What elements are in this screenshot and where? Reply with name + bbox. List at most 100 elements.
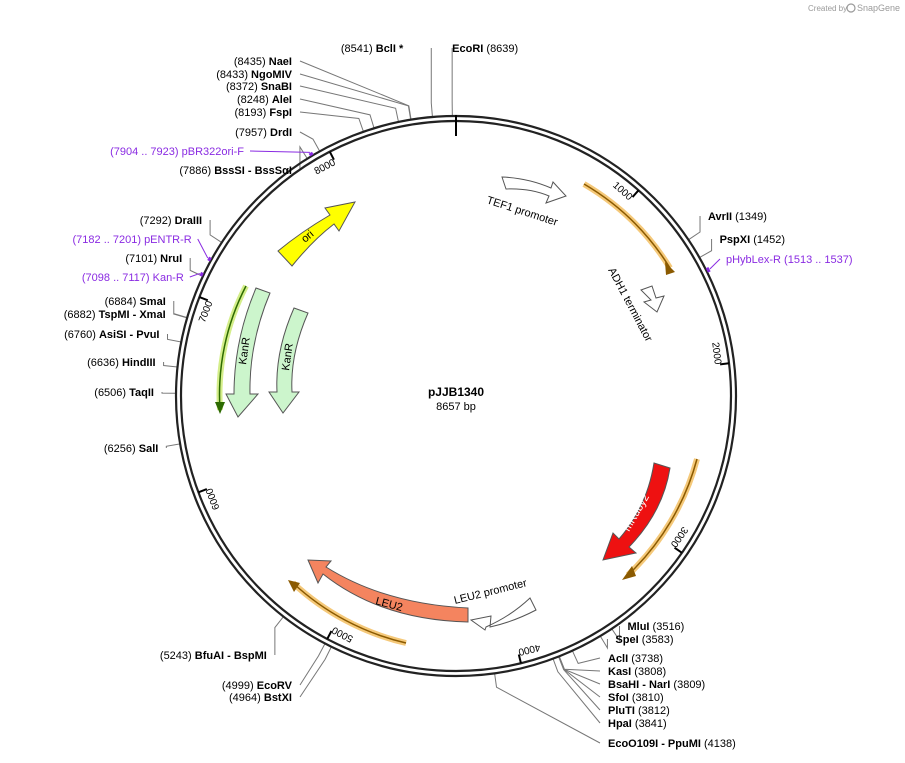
enzyme-name: HindIII xyxy=(122,357,156,369)
enzyme-site-label[interactable]: PluTI (3812) xyxy=(608,705,670,717)
enzyme-position: (6882) xyxy=(64,309,99,321)
enzyme-name: NruI xyxy=(160,253,182,265)
enzyme-name: DraIII xyxy=(175,215,203,227)
enzyme-name: AsiSI - PvuI xyxy=(99,329,160,341)
primer-label[interactable]: (7098 .. 7117) Kan-R xyxy=(82,272,184,284)
enzyme-site-label[interactable]: (8372) SnaBI xyxy=(226,81,292,93)
enzyme-leader-line xyxy=(699,239,713,259)
enzyme-leader-line xyxy=(430,48,433,118)
enzyme-name: HpaI xyxy=(608,718,632,730)
enzyme-site-label[interactable]: (8433) NgoMIV xyxy=(216,69,292,81)
enzyme-name: MluI xyxy=(627,621,649,633)
scale-tick xyxy=(328,151,335,161)
enzyme-site-label[interactable]: SpeI (3583) xyxy=(615,634,673,646)
enzyme-site-label[interactable]: MluI (3516) xyxy=(627,621,684,633)
enzyme-site-label[interactable]: AclI (3738) xyxy=(608,653,663,665)
enzyme-site-label[interactable]: (6506) TaqII xyxy=(94,387,154,399)
primer-leader-line xyxy=(189,272,200,278)
enzyme-position: (7886) xyxy=(179,165,214,177)
enzyme-site-label[interactable]: (7957) DrdI xyxy=(235,127,292,139)
orf-arc-mruby2-line xyxy=(627,458,698,576)
scale-tick-label: 7000 xyxy=(197,299,215,324)
feature-label-kanr-1: KanR xyxy=(237,336,253,365)
enzyme-site-label[interactable]: (6882) TspMI - XmaI xyxy=(64,309,166,321)
enzyme-site-label[interactable]: (8193) FspI xyxy=(235,107,292,119)
plasmid-size: 8657 bp xyxy=(436,401,476,413)
enzyme-site-label[interactable]: HpaI (3841) xyxy=(608,718,667,730)
enzyme-position: (6884) xyxy=(105,296,140,308)
enzyme-site-label[interactable]: EcoO109I - PpuMI (4138) xyxy=(608,738,736,750)
enzyme-name: SpeI xyxy=(615,634,638,646)
enzyme-position: (3841) xyxy=(632,718,667,730)
enzyme-site-label[interactable]: SfoI (3810) xyxy=(608,692,664,704)
enzyme-site-label[interactable]: BsaHI - NarI (3809) xyxy=(608,679,705,691)
credit-brand: SnapGene xyxy=(857,3,900,13)
enzyme-site-label[interactable]: (7101) NruI xyxy=(125,253,182,265)
enzyme-position: (7957) xyxy=(235,127,270,139)
enzyme-site-label[interactable]: (8248) AleI xyxy=(237,94,292,106)
feature-tef1-promoter xyxy=(501,176,567,204)
enzyme-leader-line xyxy=(599,635,608,650)
enzyme-name: DrdI xyxy=(270,127,292,139)
enzyme-site-label[interactable]: (4964) BstXI xyxy=(229,692,292,704)
orf-arc-kanr-line xyxy=(218,285,247,411)
primer-label[interactable]: pHybLex-R (1513 .. 1537) xyxy=(726,254,853,266)
enzyme-position: (8193) xyxy=(235,107,270,119)
enzyme-position: (8639) xyxy=(483,43,518,55)
enzyme-leader-line xyxy=(299,73,412,120)
enzyme-position: (3809) xyxy=(670,679,705,691)
enzyme-name: KasI xyxy=(608,666,631,678)
enzyme-name: NgoMIV xyxy=(251,69,293,81)
enzyme-site-label[interactable]: KasI (3808) xyxy=(608,666,666,678)
enzyme-name: BstXI xyxy=(264,692,292,704)
enzyme-site-label[interactable]: (5243) BfuAI - BspMI xyxy=(160,650,267,662)
primer-range: (1513 .. 1537) xyxy=(781,254,853,266)
enzyme-site-label[interactable]: (7292) DraIII xyxy=(140,215,202,227)
enzyme-site-label[interactable]: (8435) NaeI xyxy=(234,56,292,68)
snapgene-credit: Created by SnapGene xyxy=(808,3,900,13)
enzyme-position: (6506) xyxy=(94,387,129,399)
enzyme-site-label[interactable]: (6760) AsiSI - PvuI xyxy=(64,329,159,341)
enzyme-leader-line xyxy=(611,626,620,642)
scale-tick xyxy=(673,546,683,554)
enzyme-position: (1349) xyxy=(732,211,767,223)
feature-kanr-1 xyxy=(225,287,271,418)
enzyme-leader-line xyxy=(167,334,182,343)
enzyme-leader-line xyxy=(299,131,321,152)
enzyme-site-label[interactable]: AvrII (1349) xyxy=(708,211,767,223)
enzyme-leader-line xyxy=(552,658,601,724)
enzyme-name: AclI xyxy=(608,653,628,665)
enzyme-site-label[interactable]: PspXI (1452) xyxy=(720,234,785,246)
orf-arc-tef1-line xyxy=(583,183,671,269)
enzyme-leader-line xyxy=(173,313,188,319)
enzyme-leader-line xyxy=(299,98,375,129)
scale-tick xyxy=(631,189,640,198)
enzyme-site-label[interactable]: (7886) BssSI - BssSαI xyxy=(179,165,292,177)
enzyme-position: (3516) xyxy=(649,621,684,633)
enzyme-name: EcoRI xyxy=(452,43,483,55)
feature-label-kanr-2: KanR xyxy=(280,342,296,371)
enzyme-site-label[interactable]: (6884) SmaI xyxy=(105,296,166,308)
enzyme-name: BfuAI - BspMI xyxy=(195,650,267,662)
snapgene-logo-icon xyxy=(846,3,856,13)
enzyme-site-label[interactable]: (6636) HindIII xyxy=(87,357,155,369)
feature-mruby2 xyxy=(602,462,671,561)
enzyme-site-label[interactable]: (6256) SalI xyxy=(104,443,158,455)
scale-tick-label: 4000 xyxy=(517,641,542,657)
enzyme-position: (3810) xyxy=(629,692,664,704)
primer-label[interactable]: (7904 .. 7923) pBR322ori-F xyxy=(110,146,244,158)
enzyme-position: (8435) xyxy=(234,56,269,68)
enzyme-position: (6256) xyxy=(104,443,139,455)
scale-tick xyxy=(199,296,209,302)
enzyme-site-label[interactable]: EcoRI (8639) xyxy=(452,43,518,55)
enzyme-name: BclI * xyxy=(376,43,404,55)
enzyme-site-label[interactable]: (8541) BclI * xyxy=(341,43,404,55)
enzyme-site-label[interactable]: (4999) EcoRV xyxy=(222,680,293,692)
enzyme-name: EcoRV xyxy=(257,680,293,692)
primer-label[interactable]: (7182 .. 7201) pENTR-R xyxy=(73,234,192,246)
enzyme-position: (6636) xyxy=(87,357,122,369)
enzyme-name: PluTI xyxy=(608,705,635,717)
primer-name: Kan-R xyxy=(153,272,184,284)
plasmid-name: pJJB1340 xyxy=(428,385,484,399)
